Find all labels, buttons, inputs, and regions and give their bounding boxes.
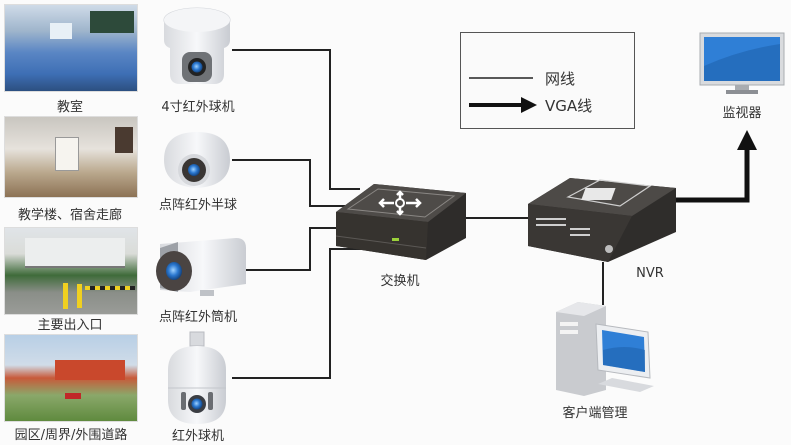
photo-campus xyxy=(4,334,138,422)
projector-screen xyxy=(50,23,72,39)
legend-vga-label: VGA线 xyxy=(545,97,593,115)
client-label: 客户端管理 xyxy=(562,406,628,421)
camera-label-bullet: 点阵红外筒机 xyxy=(158,310,237,325)
monitor-icon xyxy=(699,32,785,94)
camera-ptz-dome-icon xyxy=(168,331,226,424)
cable-dome4-switch xyxy=(232,49,360,190)
cable-minidome-switch xyxy=(232,159,345,207)
barrier-arm xyxy=(85,286,135,290)
nvr-icon xyxy=(528,178,676,262)
photo-entrance xyxy=(4,227,138,315)
legend-box: 网线 VGA线 xyxy=(460,32,635,129)
photo-corridor xyxy=(4,116,138,198)
camera-label-mini-dome: 点阵红外半球 xyxy=(158,198,237,213)
school-building xyxy=(55,360,125,380)
vga-cable-nvr-monitor xyxy=(655,130,757,203)
monitor-label: 监视器 xyxy=(722,106,762,121)
legend-arrowhead-icon xyxy=(521,97,537,113)
blackboard xyxy=(90,11,134,33)
building xyxy=(25,238,125,268)
switch-label: 交换机 xyxy=(380,274,420,289)
camera-mini-dome-icon xyxy=(164,132,230,188)
legend-symbols xyxy=(469,77,537,113)
camera-bullet-icon xyxy=(156,238,246,296)
nvr-label: NVR xyxy=(636,266,664,281)
cable-ptz-switch xyxy=(232,248,372,379)
wall-portrait xyxy=(115,127,133,153)
photo-classroom xyxy=(4,4,138,92)
location-label-entrance: 主要出入口 xyxy=(37,318,103,333)
location-label-corridor: 教学楼、宿舍走廊 xyxy=(17,208,122,223)
camera-label-4inch-dome: 4寸红外球机 xyxy=(161,100,235,115)
flower-bed xyxy=(65,393,81,399)
barrier-post xyxy=(77,284,82,308)
client-pc-icon xyxy=(556,302,654,396)
switch-icon xyxy=(335,184,466,260)
location-label-classroom: 教室 xyxy=(56,100,83,115)
location-label-campus: 园区/周界/外围道路 xyxy=(14,428,128,443)
corridor-end xyxy=(55,137,79,171)
cable-bullet-switch xyxy=(246,227,345,271)
camera-4inch-dome-icon xyxy=(163,7,231,84)
legend-network-label: 网线 xyxy=(545,70,576,88)
camera-label-ptz: 红外球机 xyxy=(171,429,224,444)
barrier-post xyxy=(63,283,68,309)
